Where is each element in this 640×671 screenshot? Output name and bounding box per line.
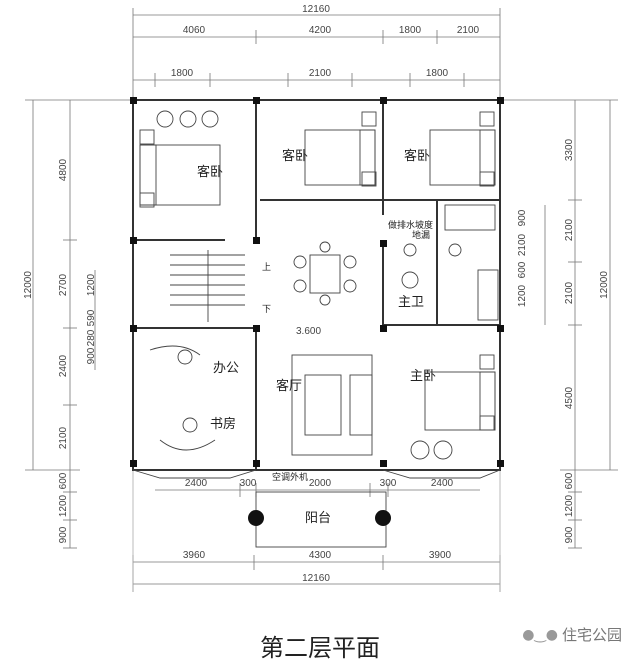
dim-left-7: 900: [58, 526, 69, 543]
dim-top-5: 1800: [171, 68, 194, 79]
dim-left-3: 2400: [58, 354, 69, 377]
room-study: 书房: [210, 416, 236, 432]
dim-left-1: 4800: [58, 158, 69, 181]
dim-bot-4: 300: [380, 478, 397, 489]
label-elevation: 3.600: [296, 326, 321, 337]
dim-right-inner-4: 1200: [517, 284, 528, 307]
dim-bot-5: 2400: [431, 478, 454, 489]
room-guest-bedroom-2: 客卧: [282, 148, 308, 164]
dim-right-inner-1: 900: [517, 209, 528, 226]
dim-right-4: 4500: [564, 386, 575, 409]
dim-left-4: 2100: [58, 426, 69, 449]
dimension-lines: [25, 8, 618, 592]
room-master-bedroom: 主卧: [410, 369, 436, 384]
room-living: 客厅: [276, 378, 302, 394]
label-ac-unit: 空调外机: [272, 471, 308, 483]
dim-right-2: 2100: [564, 218, 575, 241]
dim-bot-3: 2000: [309, 478, 332, 489]
dim-top-7: 1800: [426, 68, 449, 79]
dim-bot-2: 300: [240, 478, 257, 489]
dim-left-inner-3: 280: [86, 329, 97, 346]
balcony-column-left: [248, 510, 264, 526]
label-floor-drain: 地漏: [412, 229, 430, 241]
dim-left-6: 1200: [58, 494, 69, 517]
dim-right-7: 900: [564, 526, 575, 543]
dim-top-4: 2100: [457, 25, 480, 36]
dim-left-inner-4: 900: [86, 347, 97, 364]
dim-right-1: 3300: [564, 138, 575, 161]
dim-bot-6: 3960: [183, 550, 206, 561]
label-drain-slope: 做排水坡度: [388, 219, 433, 231]
columns: [130, 97, 504, 467]
page-title: 第二层平面: [260, 634, 380, 662]
wechat-icon: ●‿●: [522, 626, 558, 643]
dim-bot-total: 12160: [302, 573, 330, 584]
dim-bot-7: 4300: [309, 550, 332, 561]
dim-right-total: 12000: [599, 271, 610, 299]
room-office: 办公: [213, 361, 239, 376]
dim-top-2: 4200: [309, 25, 332, 36]
walls: [132, 99, 501, 471]
dim-right-3: 2100: [564, 281, 575, 304]
dim-top-6: 2100: [309, 68, 332, 79]
room-balcony: 阳台: [305, 511, 331, 526]
dim-left-inner-2: 590: [86, 309, 97, 326]
room-guest-bedroom-3: 客卧: [404, 148, 430, 164]
balcony-column-right: [375, 510, 391, 526]
dim-right-inner-2: 2100: [517, 233, 528, 256]
dim-right-6: 1200: [564, 494, 575, 517]
brand-watermark: ●‿● 住宅公园: [522, 624, 622, 645]
dim-left-inner-1: 1200: [86, 273, 97, 296]
dim-left-total: 12000: [23, 271, 34, 299]
room-guest-bedroom-1: 客卧: [197, 164, 223, 180]
label-stair-down: 下: [262, 305, 271, 315]
dim-top-total: 12160: [302, 4, 330, 15]
dim-bot-8: 3900: [429, 550, 452, 561]
dim-right-inner-3: 600: [517, 261, 528, 278]
brand-text: 住宅公园: [561, 626, 622, 644]
dim-top-1: 4060: [183, 25, 206, 36]
dim-left-5: 600: [58, 472, 69, 489]
dim-bot-1: 2400: [185, 478, 208, 489]
dim-right-5: 600: [564, 472, 575, 489]
dim-top-3: 1800: [399, 25, 422, 36]
label-stair-up: 上: [262, 262, 271, 273]
room-master-bath: 主卫: [398, 295, 424, 310]
dim-left-2: 2700: [58, 273, 69, 296]
